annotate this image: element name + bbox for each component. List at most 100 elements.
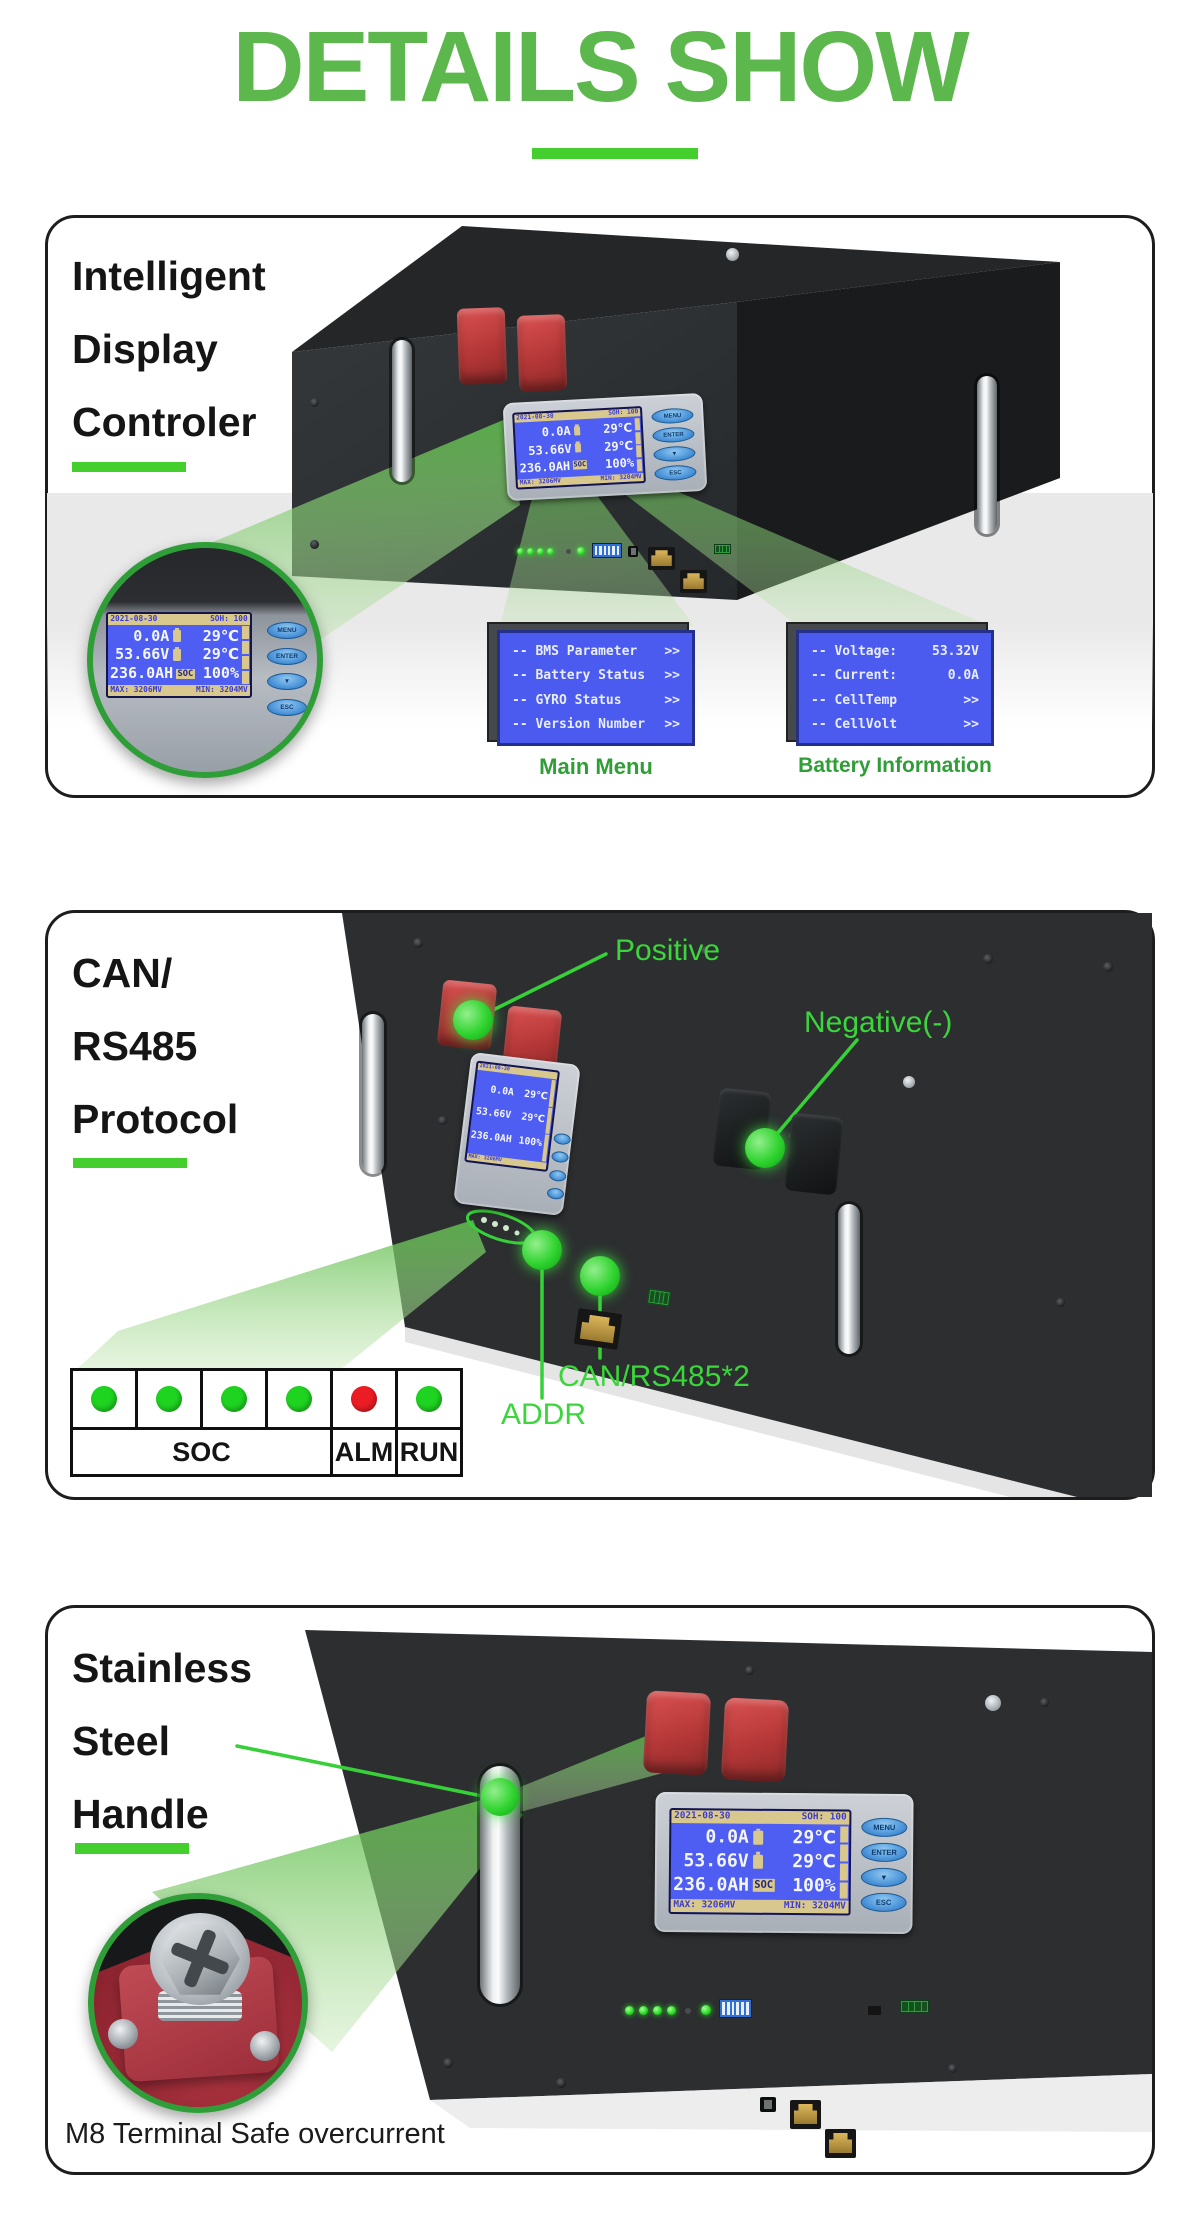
bolt bbox=[443, 2058, 453, 2068]
menu-button: MENU bbox=[267, 622, 307, 639]
heading-line: Handle bbox=[72, 1791, 209, 1837]
battery-info-screen: -- Voltage:53.32V -- Current:0.0A -- Cel… bbox=[796, 630, 994, 746]
display-buttons: MENU ENTER ▼ ESC bbox=[651, 407, 697, 482]
info-item: -- CellVolt bbox=[811, 716, 898, 732]
info-item: -- Voltage: bbox=[811, 644, 898, 660]
enter-button: ENTER bbox=[267, 647, 307, 665]
down-button: ▼ bbox=[653, 445, 696, 463]
handle-right bbox=[977, 376, 997, 534]
terminal-block bbox=[647, 1288, 671, 1307]
power-switch bbox=[628, 546, 638, 557]
title-underline bbox=[532, 148, 698, 159]
lcd-current: 0.0A bbox=[541, 424, 572, 440]
screw bbox=[250, 2031, 280, 2061]
status-led bbox=[527, 548, 534, 555]
status-led bbox=[653, 2006, 662, 2015]
battery-icon bbox=[753, 1854, 764, 1869]
bolt bbox=[310, 540, 319, 549]
can-rs485-port bbox=[573, 1308, 623, 1350]
status-led-off bbox=[566, 549, 571, 554]
rj45-port bbox=[680, 570, 707, 593]
positive-label: Positive bbox=[615, 934, 721, 967]
battery-icon bbox=[173, 647, 182, 661]
esc-button: ESC bbox=[654, 464, 697, 482]
lcd-temp: 29℃ bbox=[520, 1111, 546, 1126]
lcd-soc: 100% bbox=[202, 664, 239, 683]
info-item: -- CellTemp bbox=[811, 692, 898, 708]
display-buttons-zoomed: MENU ENTER ▼ ESC bbox=[267, 622, 307, 716]
bolt bbox=[726, 248, 739, 261]
soc-tag: SOC bbox=[752, 1878, 775, 1893]
esc-button: ESC bbox=[267, 698, 307, 716]
lcd-soh: SOH: 100 bbox=[210, 614, 248, 623]
lcd-capacity: 236.0AH bbox=[673, 1873, 750, 1896]
rj45-port bbox=[825, 2129, 856, 2158]
m8-terminal-cover bbox=[720, 1697, 790, 1783]
battery-level-bars bbox=[633, 417, 643, 473]
menu-item: -- Battery Status bbox=[512, 668, 646, 684]
section2-heading-underline bbox=[73, 1158, 187, 1168]
positive-marker-dot bbox=[453, 1000, 493, 1040]
esc-button: ESC bbox=[860, 1892, 907, 1913]
can-rs485-label: CAN/RS485*2 bbox=[558, 1360, 750, 1393]
terminal-block bbox=[714, 544, 731, 554]
bolt bbox=[1040, 1698, 1049, 1707]
lcd-min: MIN: 3204MV bbox=[783, 1900, 846, 1912]
positive-connector bbox=[456, 307, 508, 385]
enter-button bbox=[550, 1150, 570, 1164]
m8-caption: M8 Terminal Safe overcurrent bbox=[65, 2118, 445, 2150]
lcd-capacity: 236.0AH bbox=[470, 1129, 513, 1145]
lcd-soh: SOH: 100 bbox=[801, 1811, 847, 1823]
lcd-temp: 29℃ bbox=[603, 438, 634, 454]
menu-item: -- BMS Parameter bbox=[512, 644, 638, 660]
battery-icon bbox=[753, 1831, 764, 1846]
bolt bbox=[948, 2064, 957, 2073]
status-led bbox=[639, 2006, 648, 2015]
bolt bbox=[985, 1695, 1001, 1711]
bolt bbox=[438, 1116, 447, 1125]
label-row: SOC ALM RUN bbox=[70, 1427, 463, 1477]
rj45-port bbox=[790, 2100, 821, 2129]
soc-led bbox=[91, 1386, 117, 1412]
positive-connector bbox=[516, 314, 568, 392]
lcd-temp: 29℃ bbox=[792, 1851, 836, 1873]
status-led bbox=[625, 2006, 634, 2015]
lcd-date: 2021-08-30 bbox=[110, 614, 158, 623]
lcd-voltage: 53.66V bbox=[475, 1105, 512, 1122]
negative-connector bbox=[784, 1112, 844, 1196]
esc-button bbox=[546, 1187, 565, 1201]
lcd-capacity: 236.0AH bbox=[519, 458, 571, 476]
menu-item: -- Version Number bbox=[512, 716, 646, 732]
m8-terminal-cover bbox=[642, 1690, 712, 1776]
bolt bbox=[556, 2078, 566, 2088]
main-menu-screen: -- BMS Parameter>> -- Battery Status>> -… bbox=[497, 630, 695, 746]
heading-line: RS485 bbox=[72, 1023, 198, 1069]
bolt bbox=[310, 398, 319, 407]
bolt bbox=[413, 938, 423, 948]
lcd-temp: 29℃ bbox=[602, 421, 633, 437]
lcd-soc: 100% bbox=[517, 1134, 543, 1149]
info-value: >> bbox=[963, 716, 979, 732]
bolt bbox=[983, 954, 993, 964]
handle-left bbox=[362, 1014, 384, 1174]
arrow: >> bbox=[664, 716, 680, 732]
battery-icon bbox=[573, 426, 581, 436]
bolt bbox=[745, 1666, 754, 1675]
soc-column-label: SOC bbox=[70, 1427, 333, 1477]
bolt bbox=[903, 1076, 915, 1088]
soc-led bbox=[286, 1386, 312, 1412]
run-led bbox=[577, 547, 585, 555]
battery-level-bars bbox=[241, 625, 250, 686]
status-led bbox=[667, 2006, 676, 2015]
lcd-voltage: 53.66V bbox=[527, 441, 572, 458]
battery-info-caption: Battery Information bbox=[798, 754, 992, 777]
menu-button: MENU bbox=[651, 407, 694, 425]
lcd-capacity: 236.0AH bbox=[110, 664, 174, 683]
info-value: 0.0A bbox=[947, 668, 979, 684]
